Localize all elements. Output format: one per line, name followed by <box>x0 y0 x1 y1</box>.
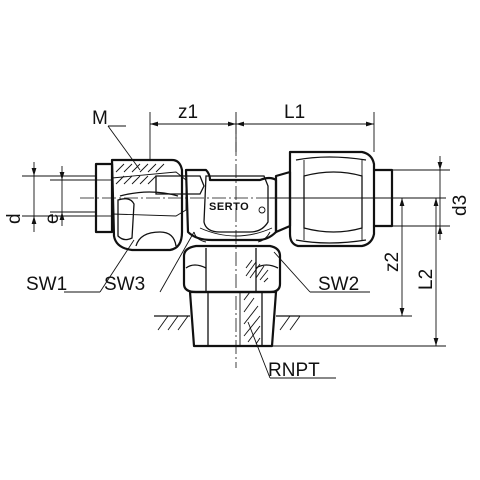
bottom-branch <box>182 244 282 348</box>
right-nut <box>274 150 394 248</box>
label-z1: z1 <box>178 102 198 123</box>
label-m: M <box>92 108 108 129</box>
label-d3: d3 <box>450 195 471 216</box>
label-sw2: SW2 <box>318 274 359 295</box>
label-sw3: SW3 <box>104 274 145 295</box>
label-l1: L1 <box>284 102 305 123</box>
mounting-surface <box>154 315 301 331</box>
label-rnpt: RNPT <box>268 360 320 381</box>
label-e: e <box>42 213 63 224</box>
label-sw1: SW1 <box>26 274 67 295</box>
logo-ring <box>258 206 266 214</box>
label-d: d <box>4 213 25 224</box>
label-z2: z2 <box>382 252 403 272</box>
brand-logo: SERTO <box>209 201 249 213</box>
left-nut <box>94 158 205 252</box>
label-l2: L2 <box>416 269 437 290</box>
dimensions <box>22 112 450 379</box>
